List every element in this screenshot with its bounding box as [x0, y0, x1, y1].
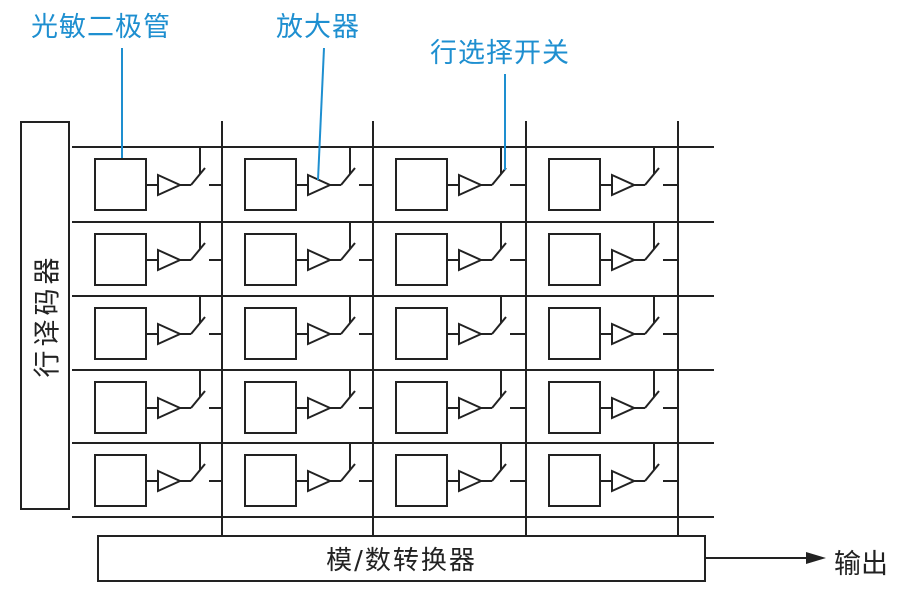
amplifier-triangle — [307, 322, 333, 346]
photodiode-box — [395, 307, 448, 360]
pixel-cell — [94, 296, 222, 360]
photodiode-box — [548, 233, 601, 286]
row-switch — [340, 390, 356, 409]
pixel-cell — [244, 296, 373, 360]
amplifier-triangle — [307, 396, 333, 420]
photodiode-box — [548, 381, 601, 434]
pixel-cell — [244, 370, 373, 434]
pixel-cell — [395, 296, 526, 360]
pixel-cell — [395, 222, 526, 286]
row-switch — [491, 316, 507, 335]
amplifier-label: 放大器 — [276, 12, 360, 43]
photodiode-box — [395, 233, 448, 286]
row-switch — [644, 316, 660, 335]
pixel-cell — [244, 443, 373, 507]
pixel-cells — [94, 147, 678, 507]
pixel-cell — [548, 222, 678, 286]
amplifier-triangle — [458, 322, 484, 346]
row-decoder-block: 行译码器 — [20, 121, 70, 510]
row-switch — [644, 167, 660, 186]
row-switch — [190, 167, 206, 186]
row-switch — [644, 390, 660, 409]
amplifier-triangle — [458, 469, 484, 493]
pixel-cell — [244, 222, 373, 286]
row-switch — [340, 316, 356, 335]
grid-lines — [72, 121, 714, 535]
amplifier-triangle — [611, 173, 637, 197]
photodiode-box — [244, 307, 297, 360]
row-switch — [340, 463, 356, 482]
row-switch — [340, 242, 356, 261]
photodiode-box — [244, 381, 297, 434]
amplifier-triangle — [458, 248, 484, 272]
photodiode-box — [548, 307, 601, 360]
pixel-cell — [548, 370, 678, 434]
photodiode-box — [94, 233, 147, 286]
amplifier-triangle — [611, 248, 637, 272]
pixel-cell — [244, 147, 373, 211]
photodiode-box — [244, 454, 297, 507]
amplifier-triangle — [307, 248, 333, 272]
pixel-cell — [94, 147, 222, 211]
amplifier-triangle — [157, 469, 183, 493]
row-switch — [340, 167, 356, 186]
pixel-cell — [548, 443, 678, 507]
photodiode-box — [244, 158, 297, 211]
photodiode-box — [244, 233, 297, 286]
amplifier-triangle — [307, 469, 333, 493]
pixel-cell — [548, 147, 678, 211]
photodiode-box — [395, 158, 448, 211]
amplifier-leader — [317, 47, 325, 181]
amplifier-triangle — [611, 396, 637, 420]
row-switch — [644, 242, 660, 261]
adc-block: 模/数转换器 — [97, 535, 706, 582]
pixel-cell — [94, 443, 222, 507]
photodiode-label: 光敏二极管 — [31, 12, 171, 43]
amplifier-triangle — [157, 173, 183, 197]
amplifier-triangle — [611, 322, 637, 346]
pixel-cell — [395, 443, 526, 507]
row-switch — [190, 463, 206, 482]
photodiode-box — [548, 158, 601, 211]
pixel-cell — [94, 222, 222, 286]
row-switch — [190, 316, 206, 335]
row-switch — [491, 463, 507, 482]
amplifier-triangle — [458, 173, 484, 197]
row-switch — [491, 242, 507, 261]
photodiode-box — [94, 307, 147, 360]
amplifier-triangle — [157, 322, 183, 346]
row-switch — [644, 463, 660, 482]
photodiode-box — [94, 381, 147, 434]
pixel-cell — [548, 296, 678, 360]
pixel-cell — [395, 370, 526, 434]
photodiode-box — [94, 454, 147, 507]
amplifier-triangle — [458, 396, 484, 420]
row-switch — [491, 167, 507, 186]
row-select-switch-label: 行选择开关 — [430, 38, 570, 69]
pixel-cell — [94, 370, 222, 434]
row-decoder-label: 行译码器 — [32, 253, 64, 378]
photodiode-box — [395, 454, 448, 507]
output-label: 输出 — [834, 549, 888, 580]
photodiode-box — [94, 158, 147, 211]
output-arrowhead — [806, 552, 826, 564]
row-switch — [491, 390, 507, 409]
photodiode-box — [548, 454, 601, 507]
amplifier-triangle — [157, 396, 183, 420]
photodiode-box — [395, 381, 448, 434]
output-arrow — [706, 552, 826, 564]
pixel-cell — [395, 147, 526, 211]
row-switch — [190, 390, 206, 409]
amplifier-triangle — [611, 469, 637, 493]
row-switch — [190, 242, 206, 261]
callout-leader-lines — [121, 47, 506, 181]
amplifier-triangle — [157, 248, 183, 272]
